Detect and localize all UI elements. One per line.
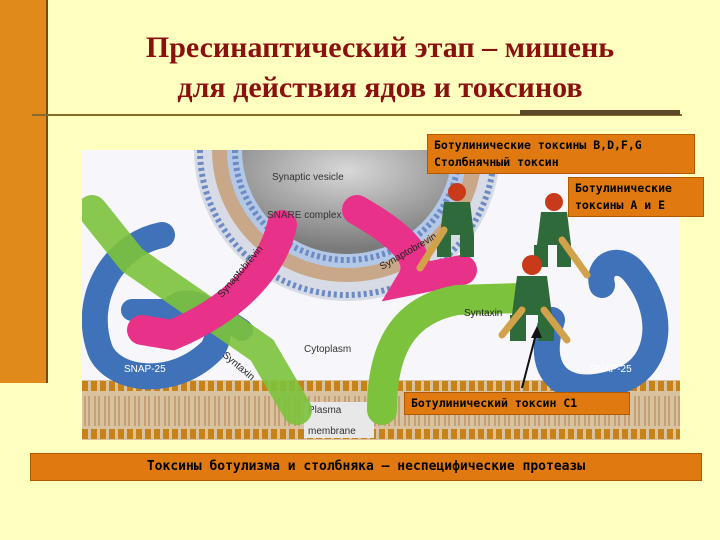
label-snare-complex: SNARE complex — [267, 210, 341, 221]
footer-caption: Токсины ботулизма и столбняка – неспециф… — [30, 453, 702, 481]
callout-c1: Ботулинический токсин С1 — [404, 392, 630, 415]
synaptobrevin-left — [127, 210, 297, 351]
callout-bdfg-line2: Столбнячный токсин — [434, 155, 559, 169]
label-syntaxin-right: Syntaxin — [464, 308, 502, 319]
callout-bdfg-tetanus: Ботулинические токсины B,D,F,G Столбнячн… — [427, 134, 695, 174]
callout-ae: Ботулинические токсины А и Е — [568, 177, 704, 217]
accent-bar-edge — [46, 0, 48, 383]
syntaxin-right — [367, 283, 537, 425]
callout-ae-line2: токсины А и Е — [575, 198, 666, 212]
label-snap25-right: SNAP-25 — [590, 364, 632, 375]
snap25-right — [533, 249, 669, 401]
title-underline-accent — [520, 110, 680, 115]
toxin-figure-3 — [498, 255, 571, 344]
label-cytoplasm: Cytoplasm — [304, 344, 351, 355]
slide-title-line2: для действия ядов и токсинов — [177, 71, 583, 104]
label-membrane: membrane — [308, 426, 356, 437]
callout-c1-text: Ботулинический токсин С1 — [411, 396, 578, 410]
slide-title-line1: Пресинаптический этап – мишень — [145, 31, 615, 64]
toxin-figure-1 — [416, 183, 474, 272]
title-underline — [32, 114, 682, 116]
toxin-figure-2 — [534, 193, 591, 279]
syntaxin-left — [82, 195, 312, 425]
plasma-membrane-label-bg — [304, 402, 374, 438]
label-synaptic-vesicle: Synaptic vesicle — [272, 172, 344, 183]
c1-pointer-arrowhead — [531, 326, 542, 338]
c1-pointer-line — [521, 329, 538, 389]
label-snap25-left: SNAP-25 — [124, 364, 166, 375]
callout-ae-line1: Ботулинические — [575, 181, 672, 195]
slide-title: Пресинаптический этап – мишень для дейст… — [60, 28, 700, 108]
synaptobrevin-right — [342, 195, 477, 302]
label-plasma: Plasma — [308, 405, 342, 416]
callout-bdfg-line1: Ботулинические токсины B,D,F,G — [434, 138, 642, 152]
accent-bar — [0, 0, 46, 383]
